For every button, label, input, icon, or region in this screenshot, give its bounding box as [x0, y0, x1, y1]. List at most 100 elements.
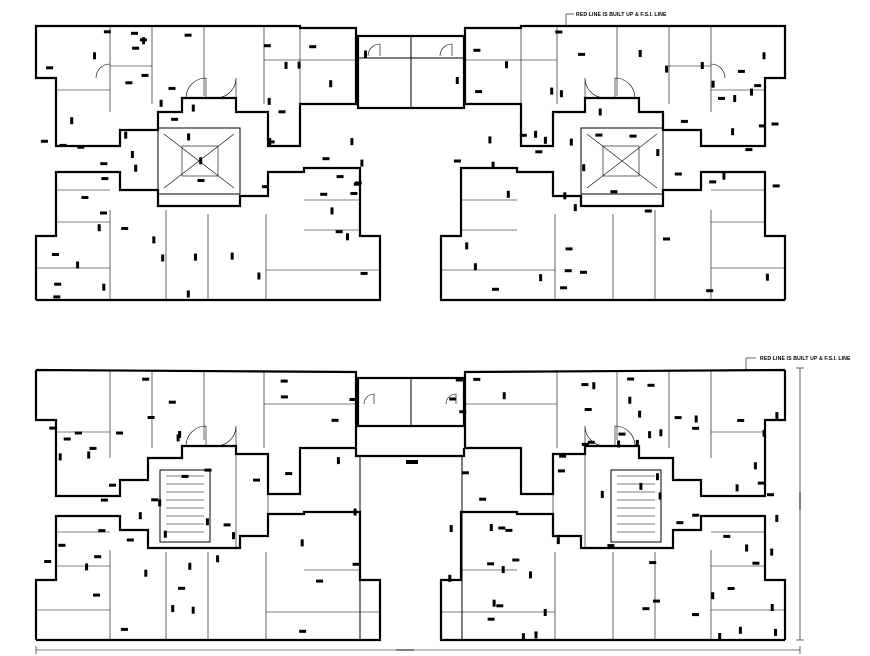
- column-block: [158, 499, 162, 507]
- column-block: [120, 627, 128, 631]
- column-block: [163, 530, 167, 538]
- column-block: [449, 525, 453, 533]
- column-block: [770, 604, 774, 611]
- column-block: [722, 172, 726, 180]
- column-block: [216, 555, 220, 563]
- column-block: [126, 538, 134, 542]
- column-block: [473, 48, 481, 52]
- column-block: [580, 270, 587, 274]
- column-block: [543, 609, 547, 616]
- column-block: [706, 289, 714, 293]
- column-block: [103, 30, 111, 34]
- column-block: [489, 524, 493, 531]
- column-block: [455, 378, 463, 382]
- column-block: [775, 412, 779, 420]
- upper-center-core: [356, 34, 466, 110]
- column-block: [131, 31, 138, 35]
- column-block: [455, 77, 459, 84]
- column-block: [647, 383, 655, 387]
- column-block: [653, 599, 660, 603]
- column-block: [130, 151, 134, 158]
- column-block: [178, 431, 182, 438]
- column-block: [100, 211, 107, 215]
- column-block: [775, 514, 779, 522]
- column-block: [161, 254, 165, 262]
- column-block: [257, 272, 261, 280]
- column-block: [284, 61, 288, 69]
- column-block: [492, 287, 499, 291]
- column-block: [569, 138, 573, 146]
- column-block: [253, 478, 260, 482]
- column-block: [723, 534, 731, 538]
- column-block: [774, 628, 777, 636]
- column-block: [87, 451, 91, 459]
- column-block: [77, 145, 85, 149]
- lower-right-wing: [439, 368, 787, 642]
- column-block: [134, 164, 138, 172]
- column-block: [584, 408, 592, 411]
- column-block: [492, 599, 496, 607]
- column-block: [44, 560, 52, 563]
- column-block: [738, 626, 742, 634]
- column-block: [487, 617, 495, 621]
- column-block: [141, 73, 149, 77]
- column-block: [138, 512, 142, 520]
- column-block: [629, 134, 637, 138]
- column-block: [322, 157, 330, 161]
- column-block: [181, 474, 189, 478]
- column-block: [560, 286, 568, 290]
- column-block: [109, 483, 116, 487]
- column-block: [70, 117, 74, 125]
- column-block: [498, 526, 506, 530]
- column-block: [618, 432, 626, 436]
- column-block: [501, 566, 505, 574]
- column-block: [711, 80, 715, 88]
- column-block: [610, 190, 618, 194]
- column-block: [178, 586, 186, 590]
- column-block: [745, 544, 749, 552]
- column-block: [125, 81, 133, 85]
- column-block: [762, 52, 766, 60]
- column-block: [51, 253, 59, 256]
- column-block: [644, 209, 652, 213]
- column-block: [628, 396, 632, 404]
- column-block: [521, 633, 525, 641]
- column-block: [316, 579, 324, 583]
- column-block: [676, 521, 684, 525]
- column-block: [487, 562, 495, 566]
- column-block: [58, 453, 62, 461]
- column-block: [727, 587, 735, 590]
- column-block: [81, 196, 89, 199]
- column-block: [534, 631, 538, 639]
- column-block: [767, 493, 774, 497]
- column-block: [116, 431, 123, 435]
- column-block: [199, 157, 203, 165]
- column-block: [711, 592, 715, 600]
- column-block: [550, 87, 554, 95]
- column-block: [204, 468, 212, 472]
- column-block: [658, 492, 662, 500]
- column-block: [758, 124, 766, 128]
- column-block: [223, 523, 231, 527]
- column-block: [473, 377, 481, 381]
- column-block: [46, 66, 54, 70]
- column-block: [718, 633, 722, 640]
- column-block: [461, 471, 469, 475]
- column-block: [152, 236, 156, 244]
- column-block: [557, 469, 565, 473]
- column-block: [352, 562, 360, 566]
- column-block: [280, 379, 288, 383]
- upper-structural-columns: [40, 30, 780, 299]
- lower-dimension-lines: [35, 367, 804, 654]
- column-block: [187, 133, 191, 141]
- column-block: [555, 30, 563, 34]
- column-block: [353, 508, 357, 516]
- lower-left-wing: [34, 368, 382, 642]
- column-block: [771, 122, 779, 126]
- column-block: [59, 143, 67, 147]
- column-block: [582, 164, 586, 172]
- column-block: [121, 227, 129, 230]
- column-block: [354, 181, 362, 185]
- column-block: [335, 230, 343, 234]
- column-block: [753, 462, 757, 470]
